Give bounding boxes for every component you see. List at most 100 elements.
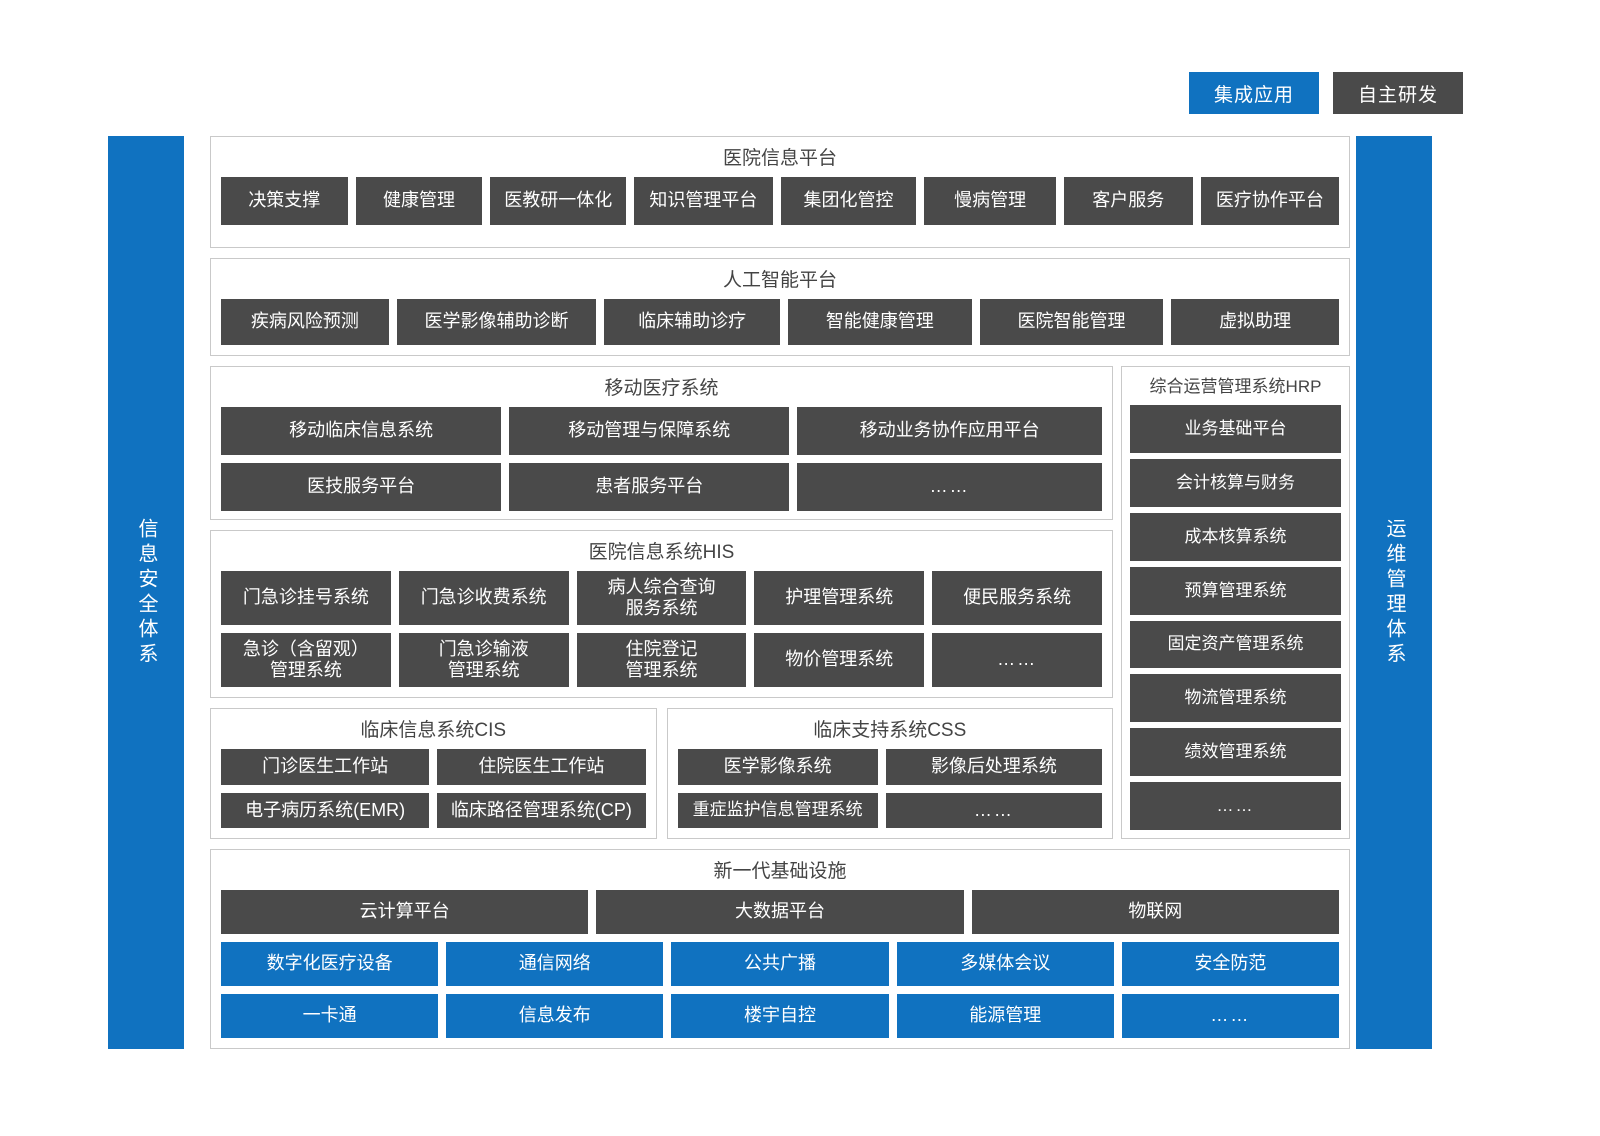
node-platform-3: 知识管理平台 xyxy=(634,177,773,225)
node-infra-4: 通信网络 xyxy=(446,942,664,986)
sidebar-information-security: 信息安全体系 xyxy=(108,136,184,1049)
hrp-list: 业务基础平台 会计核算与财务 成本核算系统 预算管理系统 固定资产管理系统 物流… xyxy=(1130,405,1341,830)
node-platform-1: 健康管理 xyxy=(355,177,483,225)
node-platform-0: 决策支撑 xyxy=(221,177,348,225)
node-cis-0: 门诊医生工作站 xyxy=(221,749,430,785)
node-cis-3: 临床路径管理系统(CP) xyxy=(437,792,646,828)
node-his-6: 门急诊输液 管理系统 xyxy=(398,633,569,687)
his-row-1: 门急诊挂号系统 门急诊收费系统 病人综合查询 服务系统 护理管理系统 便民服务系… xyxy=(221,571,1102,625)
legend-item-integrated: 集成应用 xyxy=(1189,72,1319,114)
node-css-0: 医学影像系统 xyxy=(677,749,878,785)
node-infra-2: 物联网 xyxy=(971,890,1339,934)
node-infra-9: 信息发布 xyxy=(446,994,664,1038)
panel-hospital-information-platform: 医院信息平台 决策支撑 健康管理 医教研一体化 知识管理平台 集团化管控 慢病管… xyxy=(210,136,1350,248)
node-ai-2: 临床辅助诊疗 xyxy=(604,299,780,345)
css-row-2: 重症监护信息管理系统 …… xyxy=(677,792,1102,828)
panel-cis: 临床信息系统CIS 门诊医生工作站 住院医生工作站 电子病历系统(EMR) 临床… xyxy=(210,708,657,839)
node-ai-3: 智能健康管理 xyxy=(787,299,972,345)
node-his-4: 便民服务系统 xyxy=(932,571,1102,625)
node-infra-0: 云计算平台 xyxy=(221,890,589,934)
panel-title: 综合运营管理系统HRP xyxy=(1149,377,1322,396)
node-infra-6: 多媒体会议 xyxy=(896,942,1114,986)
node-mobile-3: 医技服务平台 xyxy=(221,463,502,511)
node-css-1: 影像后处理系统 xyxy=(885,749,1102,785)
legend-label: 集成应用 xyxy=(1213,84,1294,106)
his-row-2: 急诊（含留观） 管理系统 门急诊输液 管理系统 住院登记 管理系统 物价管理系统… xyxy=(221,633,1102,687)
panel-hrp: 综合运营管理系统HRP 业务基础平台 会计核算与财务 成本核算系统 预算管理系统… xyxy=(1121,366,1350,839)
panel-title: 移动医疗系统 xyxy=(604,378,719,399)
node-css-2: 重症监护信息管理系统 xyxy=(677,792,878,828)
node-platform-2: 医教研一体化 xyxy=(490,177,627,225)
node-his-1: 门急诊收费系统 xyxy=(398,571,569,625)
node-his-3: 护理管理系统 xyxy=(754,571,925,625)
node-hrp-1: 会计核算与财务 xyxy=(1130,458,1341,507)
mobile-row-1: 移动临床信息系统 移动管理与保障系统 移动业务协作应用平台 xyxy=(221,407,1102,455)
panel-title: 临床信息系统CIS xyxy=(360,720,507,741)
node-infra-1: 大数据平台 xyxy=(596,890,964,934)
middle-left-column: 移动医疗系统 移动临床信息系统 移动管理与保障系统 移动业务协作应用平台 医技服… xyxy=(210,366,1113,839)
panel-title: 医院信息系统HIS xyxy=(588,542,735,563)
node-hrp-0: 业务基础平台 xyxy=(1130,405,1341,453)
node-platform-5: 慢病管理 xyxy=(924,177,1056,225)
node-infra-12: …… xyxy=(1121,994,1340,1038)
node-ai-0: 疾病风险预测 xyxy=(221,299,389,345)
node-hrp-6: 绩效管理系统 xyxy=(1130,728,1341,777)
node-hrp-3: 预算管理系统 xyxy=(1130,566,1341,615)
node-platform-4: 集团化管控 xyxy=(780,177,917,225)
legend: 集成应用 自主研发 xyxy=(1189,72,1463,114)
cis-row-2: 电子病历系统(EMR) 临床路径管理系统(CP) xyxy=(221,792,646,828)
node-ai-4: 医院智能管理 xyxy=(979,299,1164,345)
panel-infrastructure: 新一代基础设施 云计算平台 大数据平台 物联网 数字化医疗设备 通信网络 公共广… xyxy=(210,849,1350,1049)
node-hrp-4: 固定资产管理系统 xyxy=(1130,620,1341,669)
node-platform-6: 客户服务 xyxy=(1063,177,1193,225)
node-mobile-0: 移动临床信息系统 xyxy=(221,407,502,455)
sidebar-right-label: 运维管理体系 xyxy=(1383,517,1405,668)
panel-title: 人工智能平台 xyxy=(722,270,837,291)
node-cis-1: 住院医生工作站 xyxy=(437,749,646,785)
platform-row: 决策支撑 健康管理 医教研一体化 知识管理平台 集团化管控 慢病管理 客户服务 … xyxy=(221,177,1340,225)
node-hrp-7: …… xyxy=(1130,782,1341,830)
node-infra-3: 数字化医疗设备 xyxy=(221,942,439,986)
cis-row-1: 门诊医生工作站 住院医生工作站 xyxy=(221,749,646,785)
node-his-7: 住院登记 管理系统 xyxy=(576,633,747,687)
sidebar-left-label: 信息安全体系 xyxy=(135,517,157,668)
main-stack: 医院信息平台 决策支撑 健康管理 医教研一体化 知识管理平台 集团化管控 慢病管… xyxy=(210,136,1350,1049)
panel-title: 医院信息平台 xyxy=(722,148,837,169)
mobile-row-2: 医技服务平台 患者服务平台 …… xyxy=(221,463,1102,511)
node-his-8: 物价管理系统 xyxy=(754,633,925,687)
node-his-0: 门急诊挂号系统 xyxy=(221,571,391,625)
node-his-5: 急诊（含留观） 管理系统 xyxy=(221,633,391,687)
sidebar-operations-management: 运维管理体系 xyxy=(1356,136,1432,1049)
node-mobile-2: 移动业务协作应用平台 xyxy=(797,407,1102,455)
node-his-2: 病人综合查询 服务系统 xyxy=(576,571,747,625)
node-mobile-1: 移动管理与保障系统 xyxy=(509,407,790,455)
infra-row-1: 云计算平台 大数据平台 物联网 xyxy=(221,890,1339,934)
node-infra-10: 楼宇自控 xyxy=(671,994,889,1038)
node-css-3: …… xyxy=(885,792,1102,828)
node-hrp-2: 成本核算系统 xyxy=(1130,512,1341,561)
ai-row: 疾病风险预测 医学影像辅助诊断 临床辅助诊疗 智能健康管理 医院智能管理 虚拟助… xyxy=(221,299,1339,345)
legend-label: 自主研发 xyxy=(1357,84,1438,106)
node-his-9: …… xyxy=(932,633,1102,687)
node-ai-1: 医学影像辅助诊断 xyxy=(396,299,597,345)
node-infra-11: 能源管理 xyxy=(896,994,1114,1038)
legend-item-self-developed: 自主研发 xyxy=(1333,72,1463,114)
node-infra-7: 安全防范 xyxy=(1121,942,1340,986)
node-ai-5: 虚拟助理 xyxy=(1171,299,1339,345)
infra-row-3: 一卡通 信息发布 楼宇自控 能源管理 …… xyxy=(221,994,1340,1038)
middle-region: 移动医疗系统 移动临床信息系统 移动管理与保障系统 移动业务协作应用平台 医技服… xyxy=(210,366,1350,839)
node-platform-7: 医疗协作平台 xyxy=(1200,177,1340,225)
panel-his: 医院信息系统HIS 门急诊挂号系统 门急诊收费系统 病人综合查询 服务系统 护理… xyxy=(210,530,1113,698)
panel-title: 临床支持系统CSS xyxy=(813,720,967,741)
panel-title: 新一代基础设施 xyxy=(713,861,847,882)
panel-css: 临床支持系统CSS 医学影像系统 影像后处理系统 重症监护信息管理系统 …… xyxy=(666,708,1113,839)
node-mobile-5: …… xyxy=(797,463,1102,511)
node-hrp-5: 物流管理系统 xyxy=(1130,674,1341,723)
panel-mobile-medical: 移动医疗系统 移动临床信息系统 移动管理与保障系统 移动业务协作应用平台 医技服… xyxy=(210,366,1113,520)
node-mobile-4: 患者服务平台 xyxy=(509,463,790,511)
panel-ai-platform: 人工智能平台 疾病风险预测 医学影像辅助诊断 临床辅助诊疗 智能健康管理 医院智… xyxy=(210,258,1350,356)
clinical-systems-region: 临床信息系统CIS 门诊医生工作站 住院医生工作站 电子病历系统(EMR) 临床… xyxy=(210,708,1113,839)
infra-row-2: 数字化医疗设备 通信网络 公共广播 多媒体会议 安全防范 xyxy=(221,942,1340,986)
node-infra-8: 一卡通 xyxy=(221,994,439,1038)
